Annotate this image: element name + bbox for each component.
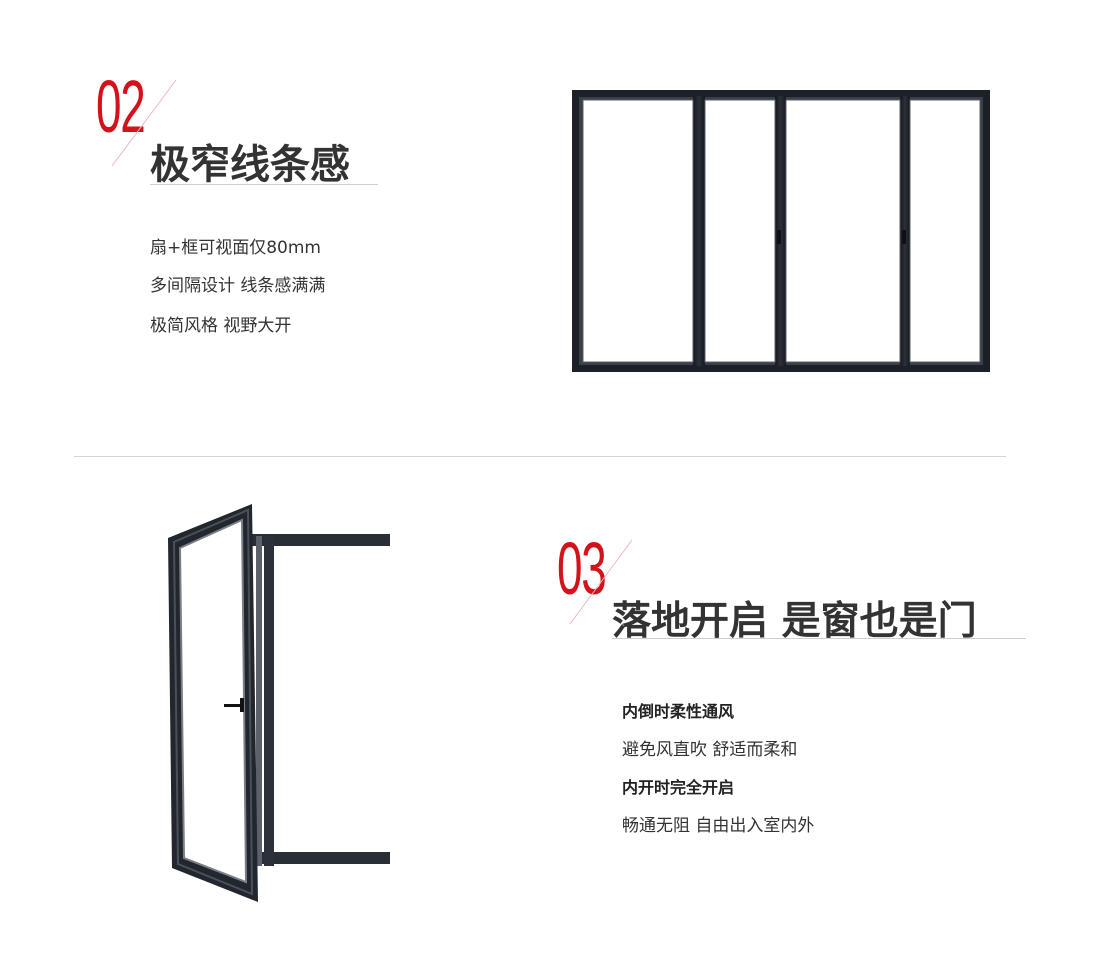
feature-line: 避免风直吹 舒适而柔和 [622, 740, 798, 760]
feature-heading: 内倒时柔性通风 [622, 702, 735, 721]
accent-slash [569, 539, 633, 625]
section-title: 落地开启 是窗也是门 [612, 599, 977, 644]
feature-line: 畅通无阻 自由出入室内外 [622, 816, 815, 836]
sliding-window-image [572, 90, 990, 372]
title-underline [150, 184, 378, 185]
feature-line: 极简风格 视野大开 [150, 316, 292, 336]
feature-heading: 内开时完全开启 [622, 778, 735, 797]
section-number-03: 03 [557, 527, 607, 610]
open-door-image [168, 504, 390, 902]
feature-line: 扇+框可视面仅80mm [150, 238, 321, 258]
accent-slash [111, 79, 177, 167]
section-title: 极窄线条感 [150, 142, 350, 188]
title-underline [612, 638, 1026, 639]
section-divider [74, 456, 1006, 457]
feature-line: 多间隔设计 线条感满满 [150, 276, 326, 296]
